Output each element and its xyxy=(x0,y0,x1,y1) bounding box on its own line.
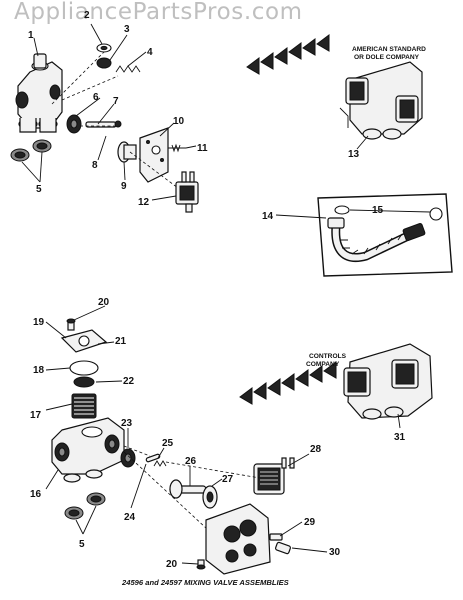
callout-27: 27 xyxy=(222,474,234,485)
solenoid-bracket xyxy=(139,127,169,183)
screen-washers-bottom xyxy=(64,492,106,520)
callout-30: 30 xyxy=(329,547,341,558)
bottom-left-leaders xyxy=(45,305,328,565)
solenoid-coil-bottom xyxy=(253,457,295,495)
american-standard-label-line1: AMERICAN STANDARD xyxy=(352,46,426,53)
arrow-indicator-bottom xyxy=(239,361,337,405)
american-standard-valve xyxy=(339,61,423,140)
controls-company-label-line1: CONTROLS xyxy=(309,353,347,360)
callout-7: 7 xyxy=(113,96,119,107)
diaphragm-bottom xyxy=(120,448,136,468)
callout-23: 23 xyxy=(121,418,133,429)
screw xyxy=(168,143,186,153)
callout-22: 22 xyxy=(123,376,135,387)
callout-25: 25 xyxy=(162,438,174,449)
controls-company-valve xyxy=(343,343,433,420)
diaphragm xyxy=(66,114,82,134)
callout-17: 17 xyxy=(30,410,42,421)
spring xyxy=(115,65,141,73)
mixing-valve-body-bottom xyxy=(51,417,125,483)
callout-10: 10 xyxy=(173,116,185,127)
tab-clip xyxy=(269,533,283,541)
spring-retainer xyxy=(73,376,95,388)
callout-6: 6 xyxy=(93,92,99,103)
callout-14: 14 xyxy=(262,211,274,222)
callout-15: 15 xyxy=(372,205,384,216)
hose-assembly-box xyxy=(317,193,453,277)
callout-12: 12 xyxy=(138,197,150,208)
guide xyxy=(117,141,137,163)
watermark-text: AppliancePartsPros.com xyxy=(14,0,303,25)
callout-11: 11 xyxy=(197,143,208,154)
callout-1: 1 xyxy=(28,30,34,41)
callout-5-bottom: 5 xyxy=(79,539,85,550)
screen-washers-top xyxy=(10,139,52,162)
callout-28: 28 xyxy=(310,444,322,455)
screw-bottom xyxy=(196,559,206,570)
callout-16: 16 xyxy=(30,489,42,500)
callout-26: 26 xyxy=(185,456,197,467)
arrow-indicator-top xyxy=(246,34,330,75)
callout-20-top: 20 xyxy=(98,297,110,308)
callout-13: 13 xyxy=(348,149,360,160)
solenoid-coil-top xyxy=(175,171,199,213)
diagram-caption: 24596 and 24597 MIXING VALVE ASSEMBLIES xyxy=(121,578,289,587)
guide-bottom xyxy=(202,485,218,509)
flow-washer xyxy=(96,43,112,53)
callout-4: 4 xyxy=(147,47,153,58)
callout-2: 2 xyxy=(84,10,90,21)
callout-24: 24 xyxy=(124,512,136,523)
callout-21: 21 xyxy=(115,336,127,347)
coil-spring xyxy=(71,393,97,419)
plunger xyxy=(85,120,122,128)
controls-company-label-line2: COMPANY xyxy=(306,361,340,368)
o-ring xyxy=(69,360,99,376)
top-left-leaders xyxy=(21,23,197,201)
callout-3: 3 xyxy=(124,24,130,35)
callout-19: 19 xyxy=(33,317,45,328)
callout-numbers: 1 2 3 4 5 6 7 8 9 10 11 12 13 14 15 16 1… xyxy=(28,10,406,570)
small-spring xyxy=(153,460,167,467)
retainer-ring xyxy=(96,57,112,69)
callout-9: 9 xyxy=(121,181,127,192)
plunger-bottom xyxy=(169,479,207,499)
callout-20-bottom: 20 xyxy=(166,559,178,570)
american-standard-label-line2: OR DOLE COMPANY xyxy=(354,54,420,61)
callout-8: 8 xyxy=(92,160,98,171)
callout-5-top: 5 xyxy=(36,184,42,195)
callout-29: 29 xyxy=(304,517,316,528)
mixing-valve-body-top xyxy=(15,53,63,133)
callout-31: 31 xyxy=(394,432,406,443)
mounting-bracket-bottom xyxy=(205,503,271,575)
terminal-connector xyxy=(275,541,291,555)
gasket-plate xyxy=(60,329,108,353)
screw-bottom-top xyxy=(66,318,76,331)
callout-18: 18 xyxy=(33,365,45,376)
